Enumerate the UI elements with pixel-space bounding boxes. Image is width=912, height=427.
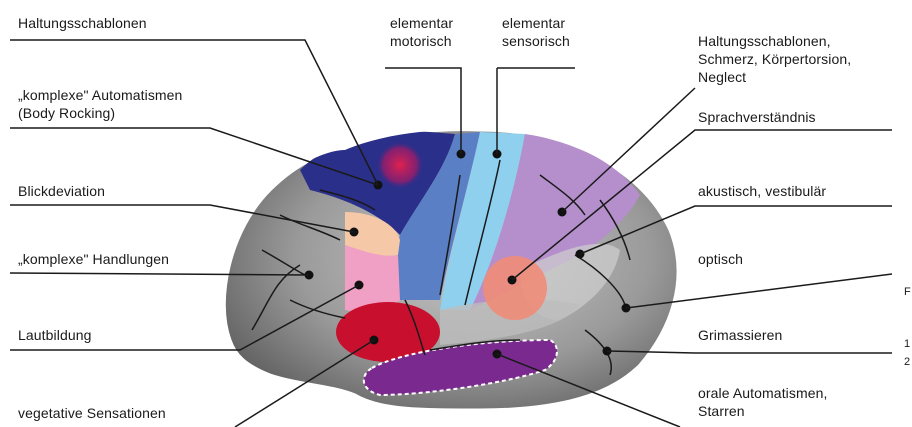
label-haltungsschablonen: Haltungsschablonen: [18, 14, 147, 32]
edge-char-1: 1: [904, 338, 910, 350]
label-blickdeviation: Blickdeviation: [18, 182, 105, 200]
label-sprachverstaendnis: Sprachverständnis: [698, 108, 816, 126]
label-komplexe-handlungen: „komplexe" Handlungen: [18, 250, 169, 268]
label-orale-automatismen: orale Automatismen, Starren: [698, 384, 828, 420]
label-elementar-sensorisch: elementar sensorisch: [502, 14, 570, 50]
label-grimassieren: Grimassieren: [698, 326, 782, 344]
label-elementar-motorisch: elementar motorisch: [390, 14, 453, 50]
edge-char-2: 2: [904, 356, 910, 368]
label-optisch: optisch: [698, 250, 743, 268]
label-akustisch-vestibulaer: akustisch, vestibulär: [698, 182, 826, 200]
label-vegetative-sensationen: vegetative Sensationen: [18, 404, 166, 422]
edge-char-f: F: [904, 286, 911, 298]
hotspot-haltung: [376, 141, 424, 189]
label-haltung-schmerz-neglect: Haltungsschablonen, Schmerz, Körpertorsi…: [698, 32, 851, 86]
region-salmon: [483, 256, 547, 320]
label-komplexe-automatismen: „komplexe" Automatismen (Body Rocking): [18, 86, 182, 122]
label-lautbildung: Lautbildung: [18, 326, 92, 344]
